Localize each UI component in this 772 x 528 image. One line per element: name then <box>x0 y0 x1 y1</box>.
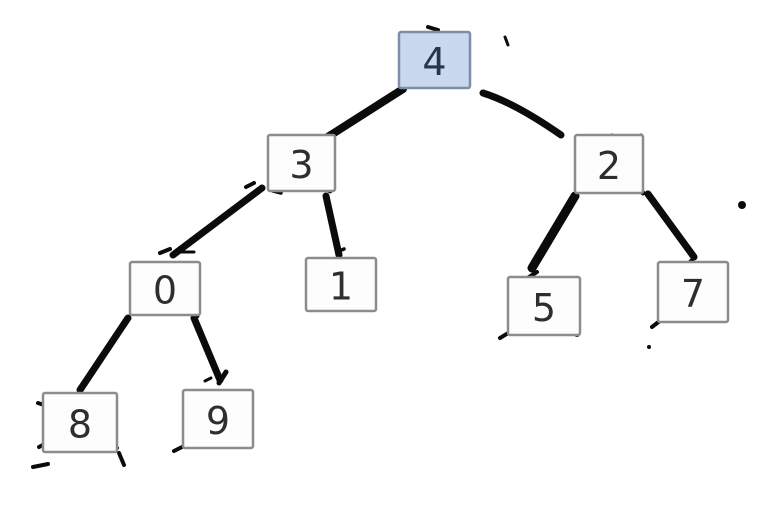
node-box <box>181 388 255 450</box>
node-box <box>506 275 582 337</box>
node-value: 1 <box>329 265 353 309</box>
tree-edge-4-2 <box>479 89 565 139</box>
tree-edge-0-9 <box>190 314 224 384</box>
ink-dot <box>647 345 651 349</box>
root-node-box <box>397 30 472 90</box>
ink-tick <box>31 462 50 469</box>
node-box <box>573 133 645 195</box>
tree-edge-3-1 <box>322 192 343 259</box>
node-value: 2 <box>597 144 621 188</box>
tree-edge-2-7 <box>644 190 698 261</box>
node-value: 0 <box>153 269 177 313</box>
node-box <box>266 133 337 193</box>
tree-node-7: 7 <box>656 260 730 324</box>
ink-tick <box>203 376 213 383</box>
ink-tick <box>216 369 229 386</box>
tree-node-1: 1 <box>304 256 378 313</box>
node-value: 8 <box>68 403 92 447</box>
ink-tick <box>426 25 440 32</box>
tree-node-5: 5 <box>506 275 582 337</box>
tree-edge-3-0 <box>169 184 266 259</box>
tree-node-3: 3 <box>266 133 337 193</box>
node-box <box>128 260 202 317</box>
tree-edge-0-8 <box>76 314 132 394</box>
tree-node-9: 9 <box>181 388 255 450</box>
node-value: 7 <box>681 272 705 316</box>
node-value: 4 <box>422 40 446 84</box>
node-box <box>304 256 378 313</box>
node-value: 5 <box>532 286 556 330</box>
tree-edge-2-5 <box>527 191 580 273</box>
tree-node-2: 2 <box>573 133 645 195</box>
node-box <box>656 260 730 324</box>
node-box <box>41 391 119 454</box>
node-value: 9 <box>206 399 230 443</box>
tree-edge-4-3 <box>319 85 407 144</box>
node-value: 3 <box>289 143 313 187</box>
ink-tick <box>117 451 126 467</box>
ink-tick <box>503 35 510 47</box>
tree-node-8: 8 <box>41 391 119 454</box>
tree-node-4: 4 <box>397 30 472 90</box>
ink-tick <box>244 181 256 189</box>
ink-tick <box>158 247 172 255</box>
tree-node-0: 0 <box>128 260 202 317</box>
ink-dot <box>738 201 746 209</box>
ink-tick <box>335 247 346 254</box>
